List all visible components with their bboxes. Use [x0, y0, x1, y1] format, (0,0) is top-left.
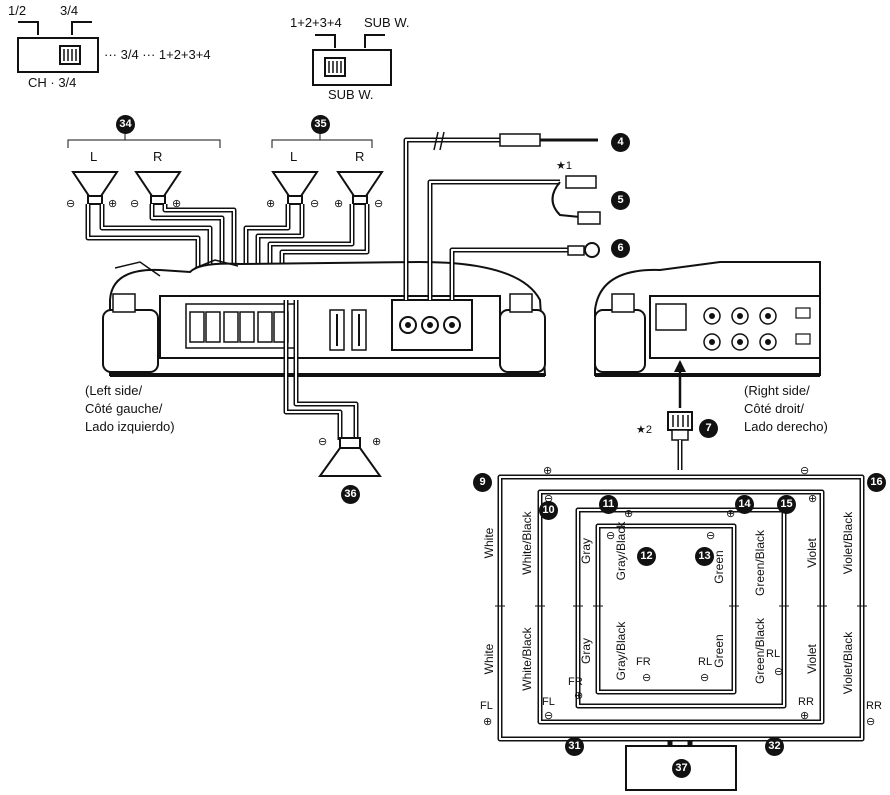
- left-side-caption-line1: (Left side/: [85, 383, 143, 398]
- polarity-plus-mark: ⊕: [108, 198, 118, 210]
- polarity-minus-mark: ⊖: [310, 198, 320, 210]
- polarity-plus-mark: ⊕: [800, 710, 810, 722]
- speaker-input-connector: [667, 411, 693, 441]
- head-unit-box: [625, 745, 737, 791]
- callout-31: 31: [565, 737, 584, 756]
- wire-label-gray-lower: Gray: [579, 638, 593, 665]
- callout-14: 14: [735, 495, 754, 514]
- ch-switch-label-b: 3/4: [60, 3, 79, 18]
- callout-13: 13: [695, 547, 714, 566]
- subwoofer-speaker: [318, 437, 382, 477]
- polarity-minus-mark: ⊖: [374, 198, 384, 210]
- callout-35: 35: [311, 115, 330, 134]
- channel-fl-inner: FL: [542, 696, 555, 708]
- polarity-plus-mark: ⊕: [266, 198, 276, 210]
- subw-switch-label-a: 1+2+3+4: [290, 15, 342, 30]
- polarity-plus-mark: ⊕: [372, 436, 382, 448]
- callout-6: 6: [611, 239, 630, 258]
- callout-15: 15: [777, 495, 796, 514]
- polarity-plus-mark: ⊕: [334, 198, 344, 210]
- polarity-minus-mark: ⊖: [700, 672, 710, 684]
- wire-label-gray-upper: Gray: [579, 538, 593, 565]
- wire-label-gray-black-lower: Gray/Black: [614, 621, 628, 681]
- wire-label-violet-black-lower: Violet/Black: [841, 631, 855, 695]
- polarity-minus-mark: ⊖: [606, 530, 616, 542]
- wire-label-violet-black-upper: Violet/Black: [841, 511, 855, 575]
- wire-label-gray-black-upper: Gray/Black: [614, 521, 628, 581]
- polarity-minus-mark: ⊖: [66, 198, 76, 210]
- callout-12: 12: [637, 547, 656, 566]
- wire-label-violet-lower: Violet: [805, 644, 819, 674]
- ch-switch-diagram: [17, 21, 99, 73]
- polarity-plus-mark: ⊕: [172, 198, 182, 210]
- callout-7: 7: [699, 419, 718, 438]
- channel-fr-outer: FR: [568, 676, 583, 688]
- wire-label-white-lower: White: [482, 643, 496, 675]
- wire-label-white-upper: White: [482, 527, 496, 559]
- wire-label-violet-upper: Violet: [805, 538, 819, 568]
- wire-label-white-black-upper: White/Black: [520, 511, 534, 575]
- callout-11: 11: [599, 495, 618, 514]
- polarity-minus-mark: ⊖: [774, 666, 784, 678]
- left-side-caption-line2: Côté gauche/: [85, 401, 163, 416]
- ch-switch-result: ··· 3/4 ··· 1+2+3+4: [104, 47, 211, 62]
- polarity-minus-mark: ⊖: [706, 530, 716, 542]
- polarity-plus-mark: ⊕: [624, 508, 634, 520]
- ch-switch-label-a: 1/2: [8, 3, 27, 18]
- speaker-right-r-label: R: [355, 149, 365, 164]
- right-side-caption-line1: (Right side/: [744, 383, 810, 398]
- polarity-plus-mark: ⊕: [574, 690, 584, 702]
- amplifier-right: [594, 261, 821, 377]
- channel-rl-inner: RL: [698, 656, 713, 668]
- right-side-caption-line3: Lado derecho): [744, 419, 828, 434]
- channel-rr-inner: RR: [798, 696, 814, 708]
- callout-34: 34: [116, 115, 135, 134]
- polarity-minus-mark: ⊖: [800, 465, 810, 477]
- channel-rr-outer: RR: [866, 700, 882, 712]
- wire-label-green-lower: Green: [712, 634, 726, 668]
- right-side-caption-line2: Côté droit/: [744, 401, 804, 416]
- callout-16: 16: [867, 473, 886, 492]
- speaker-left-r-label: R: [153, 149, 163, 164]
- polarity-minus-mark: ⊖: [642, 672, 652, 684]
- star2-mark: ★2: [636, 424, 652, 436]
- channel-fr-inner: FR: [636, 656, 651, 668]
- callout-5: 5: [611, 191, 630, 210]
- wire-label-green-black-lower: Green/Black: [753, 617, 767, 685]
- callout-9: 9: [473, 473, 492, 492]
- star1-mark: ★1: [556, 160, 572, 172]
- subw-switch-label-b: SUB W.: [364, 15, 410, 30]
- speaker-right-l-label: L: [290, 149, 298, 164]
- speaker-left-l-label: L: [90, 149, 98, 164]
- wire-label-white-black-lower: White/Black: [520, 627, 534, 691]
- callout-10: 10: [539, 501, 558, 520]
- polarity-plus-mark: ⊕: [726, 508, 736, 520]
- polarity-plus-mark: ⊕: [483, 716, 493, 728]
- left-side-caption-line3: Lado izquierdo): [85, 419, 175, 434]
- polarity-minus-mark: ⊖: [544, 493, 554, 505]
- polarity-minus-mark: ⊖: [318, 436, 328, 448]
- polarity-plus-mark: ⊕: [543, 465, 553, 477]
- ch-switch-caption: CH · 3/4: [28, 75, 77, 90]
- callout-4: 4: [611, 133, 630, 152]
- callout-32: 32: [765, 737, 784, 756]
- channel-rl-outer: RL: [766, 648, 781, 660]
- callout-36: 36: [341, 485, 360, 504]
- callout-37: 37: [672, 759, 691, 778]
- channel-fl-outer: FL: [480, 700, 493, 712]
- polarity-minus-mark: ⊖: [544, 710, 554, 722]
- subw-switch-diagram: [312, 34, 392, 86]
- amplifier-left: [102, 259, 547, 377]
- polarity-plus-mark: ⊕: [808, 493, 818, 505]
- subw-switch-caption: SUB W.: [328, 87, 374, 102]
- polarity-minus-mark: ⊖: [130, 198, 140, 210]
- polarity-minus-mark: ⊖: [866, 716, 876, 728]
